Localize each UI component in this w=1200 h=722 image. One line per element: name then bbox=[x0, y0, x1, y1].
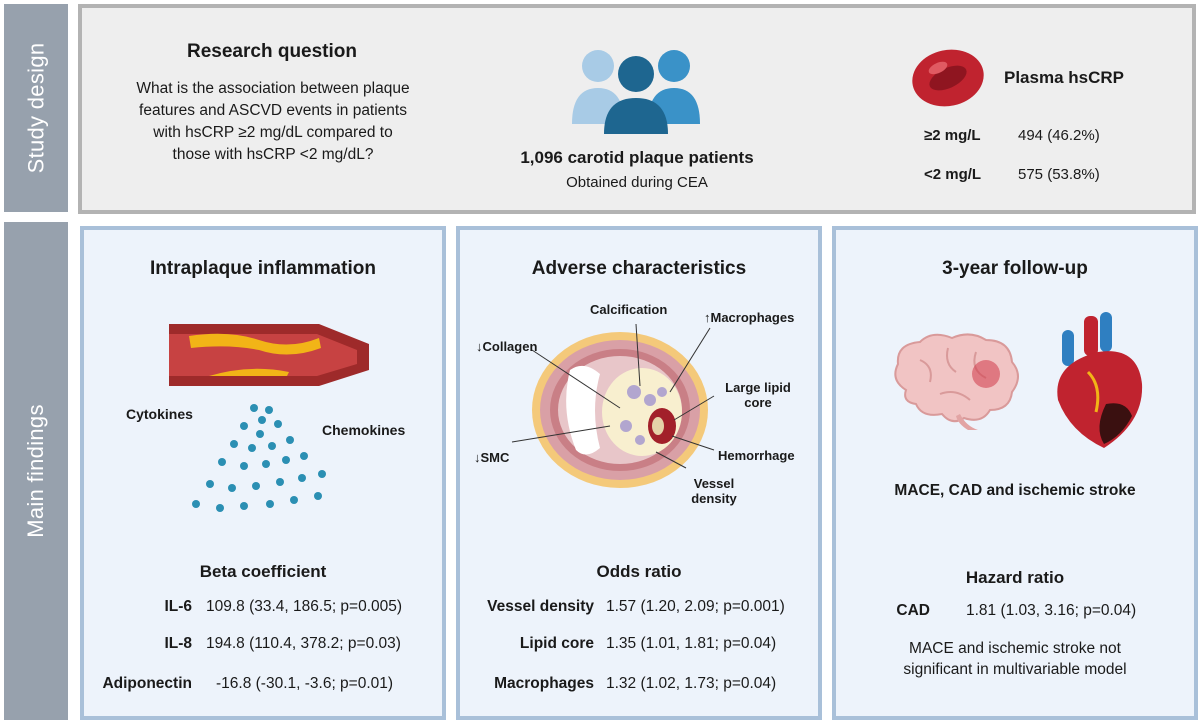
vessel-density-line: density bbox=[691, 491, 737, 506]
hscrp-row-label: ≥2 mg/L bbox=[924, 127, 981, 144]
stat-row-value: 109.8 (33.4, 186.5; p=0.005) bbox=[206, 598, 403, 615]
stat-title: Odds ratio bbox=[596, 562, 682, 581]
vessel-density-line: Vessel bbox=[693, 476, 735, 491]
research-question-text: What is the association between plaque f… bbox=[98, 78, 448, 166]
study-design-box: Research question What is the associatio… bbox=[78, 4, 1196, 214]
stat-row-label: Lipid core bbox=[519, 635, 594, 652]
stat-row-value: 194.8 (110.4, 378.2; p=0.03) bbox=[206, 635, 401, 652]
research-line: features and ASCVD events in patients bbox=[139, 102, 407, 119]
chemokines-label: Chemokines bbox=[322, 422, 406, 438]
panel-followup: 3-year follow-up MACE, CAD and ischemic … bbox=[832, 226, 1198, 720]
stat-row-value: 1.32 (1.02, 1.73; p=0.04) bbox=[606, 675, 777, 692]
plaque-cross-section-icon bbox=[532, 332, 708, 488]
lipid-core-line: Large lipid bbox=[725, 380, 791, 395]
sidebar-study-design-label: Study design bbox=[23, 42, 48, 174]
research-question-title: Research question bbox=[187, 41, 357, 62]
sidebar-main-findings: Main findings bbox=[4, 222, 68, 720]
smc-label: ↓SMC bbox=[474, 450, 510, 465]
stat-row-label: IL-6 bbox=[164, 598, 192, 615]
research-line: with hsCRP ≥2 mg/dL compared to bbox=[153, 124, 393, 141]
brain-icon bbox=[894, 333, 1019, 430]
stat-row-label: Macrophages bbox=[494, 675, 594, 692]
heart-icon bbox=[1057, 312, 1143, 448]
research-line: What is the association between plaque bbox=[136, 80, 410, 97]
panel-adverse: Adverse characteristics Calcification ↑M… bbox=[456, 226, 822, 720]
calcification-label: Calcification bbox=[590, 302, 668, 317]
stat-row-label: CAD bbox=[896, 602, 930, 619]
callout-lines bbox=[511, 323, 715, 469]
lipid-core-label: Large lipid core bbox=[718, 380, 798, 410]
note-line: MACE and ischemic stroke not bbox=[909, 640, 1121, 657]
stat-title: Hazard ratio bbox=[965, 568, 1065, 587]
droplets-icon bbox=[192, 404, 326, 512]
note-text: MACE and ischemic stroke not significant… bbox=[836, 638, 1194, 680]
vessel-density-label: Vessel density bbox=[674, 476, 754, 506]
panel-title: Intraplaque inflammation bbox=[150, 258, 376, 279]
hscrp-row-value: 575 (53.8%) bbox=[1018, 166, 1100, 183]
sidebar-study-design: Study design bbox=[4, 4, 68, 212]
stat-row-value: -16.8 (-30.1, -3.6; p=0.01) bbox=[216, 675, 394, 692]
cytokines-label: Cytokines bbox=[126, 406, 193, 422]
panel-inflammation: Intraplaque inflammation Cytokines Chemo… bbox=[80, 226, 446, 720]
panel-title: 3-year follow-up bbox=[942, 258, 1088, 279]
red-blood-cell-icon bbox=[912, 49, 984, 107]
outcomes-text: MACE, CAD and ischemic stroke bbox=[894, 482, 1136, 499]
collagen-label: ↓Collagen bbox=[476, 339, 538, 354]
people-group-icon bbox=[572, 50, 700, 134]
stat-row-value: 1.35 (1.01, 1.81; p=0.04) bbox=[606, 635, 777, 652]
stat-row-value: 1.57 (1.20, 2.09; p=0.001) bbox=[606, 598, 785, 615]
research-line: those with hsCRP <2 mg/dL? bbox=[172, 146, 374, 163]
stat-title: Beta coefficient bbox=[199, 562, 327, 581]
hemorrhage-label: Hemorrhage bbox=[718, 448, 795, 463]
hscrp-title: Plasma hsCRP bbox=[1004, 68, 1124, 87]
stat-row-label: Vessel density bbox=[487, 598, 594, 615]
panel-title: Adverse characteristics bbox=[531, 258, 747, 279]
hscrp-row-value: 494 (46.2%) bbox=[1018, 127, 1100, 144]
patients-title: 1,096 carotid plaque patients bbox=[520, 148, 754, 167]
hscrp-row-label: <2 mg/L bbox=[924, 166, 982, 183]
sidebar-main-findings-label: Main findings bbox=[23, 404, 48, 538]
stat-row-label: IL-8 bbox=[164, 635, 192, 652]
lipid-core-line: core bbox=[744, 395, 772, 410]
macrophages-label: ↑Macrophages bbox=[704, 310, 795, 325]
artery-icon bbox=[169, 324, 369, 386]
stat-row-value: 1.81 (1.03, 3.16; p=0.04) bbox=[966, 602, 1137, 619]
note-line: significant in multivariable model bbox=[903, 661, 1127, 678]
stat-row-label: Adiponectin bbox=[102, 675, 192, 692]
patients-subtitle: Obtained during CEA bbox=[566, 174, 708, 191]
